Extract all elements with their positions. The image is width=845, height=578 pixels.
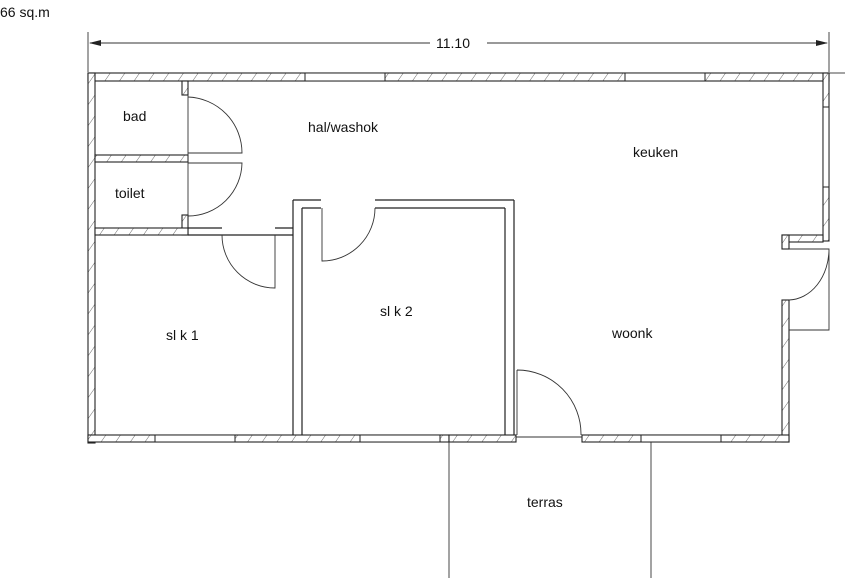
exterior-walls [87,72,830,444]
room-label-slk1: sl k 1 [166,327,199,343]
room-label-bad: bad [123,108,146,124]
interior-walls [94,80,515,435]
room-label-terras: terras [527,494,563,510]
dimension-line [87,32,845,74]
dimension-label: 11.10 [436,35,470,51]
room-label-woonk: woonk [611,325,653,341]
doors [187,96,830,438]
room-label-keuken: keuken [633,144,678,160]
terras-outline [448,442,652,578]
room-label-slk2: sl k 2 [380,303,413,319]
room-label-toilet: toilet [115,185,145,201]
area-label: 66 sq.m [0,4,50,20]
room-label-hal: hal/washok [308,119,379,135]
